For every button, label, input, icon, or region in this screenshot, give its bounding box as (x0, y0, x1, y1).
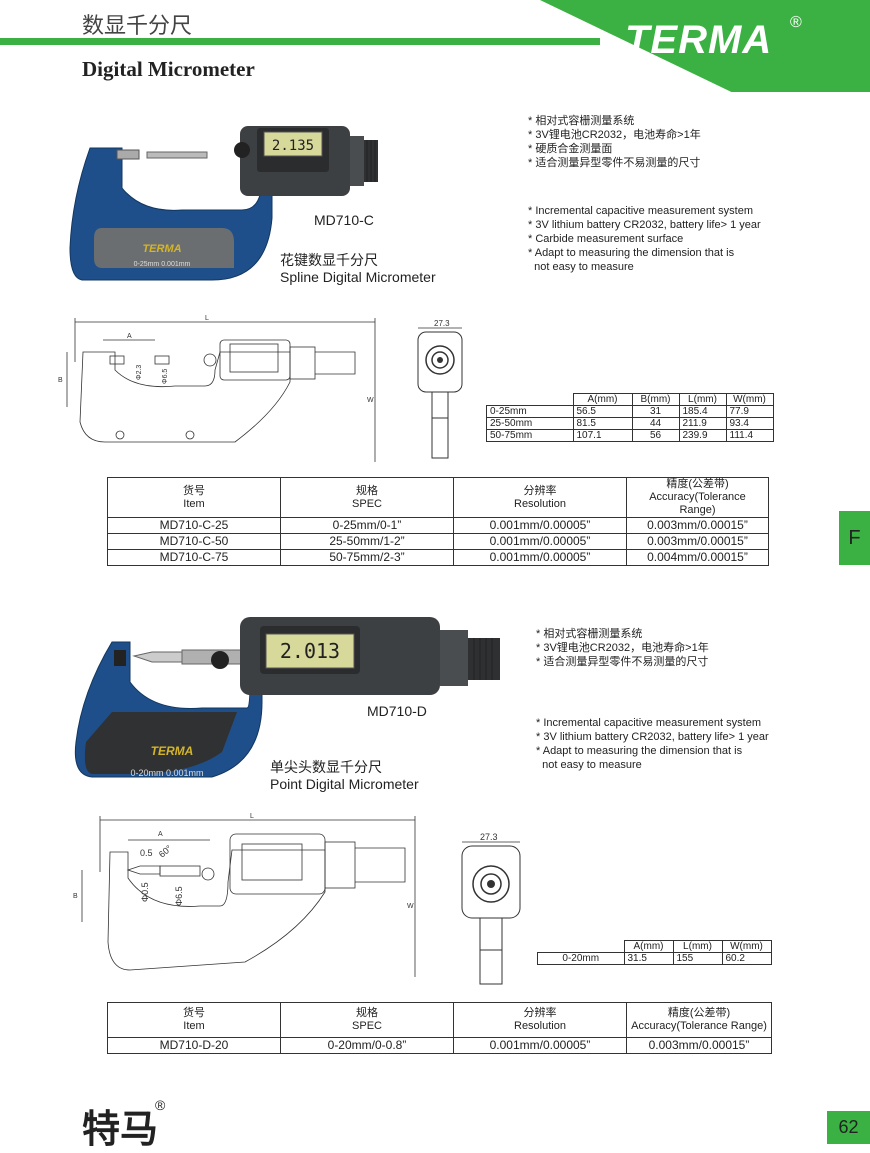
dim-header: B(mm) (631, 393, 680, 406)
side-view-width-label: 27.3 (480, 832, 498, 842)
product2-dimension-table: A(mm) L(mm) W(mm) 0-20mm 31.5 155 60.2 (537, 940, 772, 965)
feature-en-2: * 3V lithium battery CR2032, battery lif… (528, 219, 761, 231)
drawing-label-L: L (205, 315, 209, 322)
drawing-label-W: W (407, 903, 414, 910)
product2-features-en: * Incremental capacitive measurement sys… (536, 716, 769, 772)
footer-brand-cn: 特马 (82, 1109, 159, 1151)
drawing-label-d1: Φ2.3 (136, 365, 143, 380)
dim-header: W(mm) (721, 940, 772, 953)
display-reading: 2.013 (280, 639, 340, 663)
feature-cn-4: * 适合测量异型零件不易测量的尺寸 (528, 157, 701, 169)
body-label: 0-20mm 0.001mm (130, 768, 203, 778)
dim-header: L(mm) (678, 393, 727, 406)
feature-en-1: * Incremental capacitive measurement sys… (528, 205, 753, 217)
product1-name-cn: 花键数显千分尺 (280, 252, 378, 268)
point-micrometer-photo: 2.013 TERMA 0-20mm 0.001mm (74, 617, 500, 778)
drawing-label-B: B (58, 377, 63, 384)
drawing-label-A: A (158, 831, 163, 838)
body-logo: TERMA (142, 243, 181, 255)
spline-technical-drawing: L A B W Φ2.3 Φ6.5 (58, 315, 376, 462)
drawing-label-W: W (367, 397, 374, 404)
page-title: Digital Micrometer (82, 57, 255, 81)
feature-cn-1: * 相对式容栅测量系统 (536, 628, 643, 640)
drawing-label-d2: Φ6.5 (174, 886, 184, 906)
feature-cn-3: * 硬质合金测量面 (528, 143, 613, 155)
header-title-cn: 数显千分尺 (82, 13, 193, 38)
drawing-label-A: A (127, 333, 132, 340)
feature-en-3: * Adapt to measuring the dimension that … (536, 745, 743, 757)
point-technical-drawing: L A B W 0.5 60° Φ0.5 Φ6.5 (73, 813, 416, 977)
header-green-line (0, 38, 600, 45)
side-view-width-label: 27.3 (434, 319, 450, 328)
dim-header: W(mm) (725, 393, 774, 406)
feature-en-4: * Adapt to measuring the dimension that … (528, 247, 735, 259)
product1-features-cn: * 相对式容栅测量系统 * 3V锂电池CR2032，电池寿命>1年 * 硬质合金… (528, 114, 701, 170)
feature-cn-1: * 相对式容栅测量系统 (528, 115, 635, 127)
point-side-view: 27.3 (461, 832, 521, 985)
dim-header: L(mm) (672, 940, 723, 953)
spline-side-view: 27.3 (417, 319, 463, 459)
brand-logo: TERMA (625, 18, 773, 62)
product1-features-en: * Incremental capacitive measurement sys… (528, 204, 761, 274)
logo-registered-mark: ® (790, 14, 802, 31)
product1-name-en: Spline Digital Micrometer (280, 269, 436, 285)
display-reading: 2.135 (272, 138, 314, 154)
feature-cn-2: * 3V锂电池CR2032，电池寿命>1年 (528, 129, 701, 141)
drawing-label-angle: 60° (157, 843, 174, 860)
product2-name-cn: 单尖头数显千分尺 (270, 759, 382, 775)
drawing-label-d2: Φ6.5 (162, 369, 169, 384)
spline-micrometer-photo: 2.135 TERMA 0-25mm 0.001mm (69, 126, 378, 281)
product2-features-cn: * 相对式容栅测量系统 * 3V锂电池CR2032，电池寿命>1年 * 适合测量… (536, 627, 709, 669)
feature-en-1: * Incremental capacitive measurement sys… (536, 717, 761, 729)
product1-name: 花键数显千分尺 Spline Digital Micrometer (280, 252, 436, 286)
spec-header-accuracy: 精度(公差带)Accuracy(Tolerance Range) (626, 1002, 772, 1038)
product2-name: 单尖头数显千分尺 Point Digital Micrometer (270, 759, 419, 793)
table-row: 0-20mm 31.5 155 60.2 (537, 952, 772, 965)
footer-registered-mark: ® (155, 1097, 166, 1113)
section-tab-f: F (839, 511, 870, 565)
feature-en-5: not easy to measure (528, 261, 634, 273)
drawing-label-d1: Φ0.5 (140, 882, 150, 902)
feature-en-3: * Carbide measurement surface (528, 233, 684, 245)
dim-header: A(mm) (623, 940, 674, 953)
feature-en-4: not easy to measure (536, 759, 642, 771)
feature-cn-3: * 适合测量异型零件不易测量的尺寸 (536, 656, 709, 668)
product2-model-label: MD710-D (367, 703, 427, 719)
product1-model-label: MD710-C (314, 212, 374, 228)
dim-header: A(mm) (572, 393, 633, 406)
drawing-label-tip: 0.5 (140, 848, 153, 858)
drawing-label-L: L (250, 813, 254, 820)
feature-en-2: * 3V lithium battery CR2032, battery lif… (536, 731, 769, 743)
feature-cn-2: * 3V锂电池CR2032，电池寿命>1年 (536, 642, 709, 654)
product2-name-en: Point Digital Micrometer (270, 776, 419, 792)
body-label: 0-25mm 0.001mm (134, 261, 191, 268)
page-number: 62 (827, 1111, 870, 1144)
spec-header-accuracy: 精度(公差带)Accuracy(Tolerance Range) (626, 477, 769, 518)
drawing-label-B: B (73, 893, 78, 900)
body-logo: TERMA (151, 744, 194, 758)
